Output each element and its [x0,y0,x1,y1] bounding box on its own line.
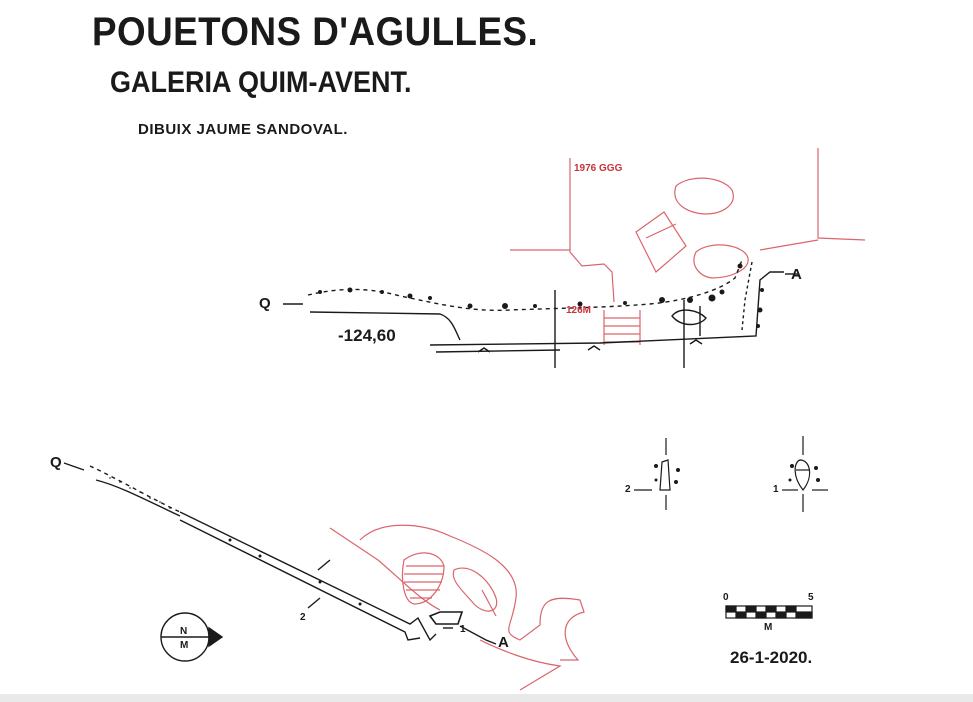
drawing-subtitle: GALERIA QUIM-AVENT. [110,66,412,99]
profile-point-a: A [791,266,802,283]
plan-point-a: A [498,634,509,651]
old-survey-mark: 126M [566,305,592,316]
depth-label: -124,60 [338,326,396,345]
section-1-rocks [788,464,820,482]
section-2-drawing [634,438,671,510]
plan-section-2-label: 2 [300,612,306,623]
profile-point-q: Q [259,295,271,312]
scale-bar [725,605,813,619]
scale-zero: 0 [723,592,729,603]
drawing-author: DIBUIX JAUME SANDOVAL. [138,121,348,138]
section-1-drawing [782,436,828,512]
drawing-date: 26-1-2020. [730,648,813,667]
scale-five: 5 [808,592,814,603]
profile-rocks [318,263,764,328]
drawing-title: POUETONS D'AGULLES. [92,10,539,54]
compass-letter-2: M [180,640,189,651]
plan-point-q: Q [50,454,62,471]
plan-section-1-label: 1 [460,624,466,635]
plan-gallery [63,462,497,645]
section-1-label: 1 [773,484,779,495]
plan-old-survey [329,524,585,691]
compass-rose-icon [160,612,224,662]
old-survey-note: 1976 GGG [574,163,623,174]
section-2-rocks [654,464,680,484]
section-2-label: 2 [625,484,631,495]
page-footer-strip [0,694,973,702]
compass-letter: N [180,626,188,637]
old-survey-profile [510,148,866,345]
plan-stipple [109,477,362,606]
profile-gallery [283,259,784,368]
scale-unit: M [764,622,773,633]
